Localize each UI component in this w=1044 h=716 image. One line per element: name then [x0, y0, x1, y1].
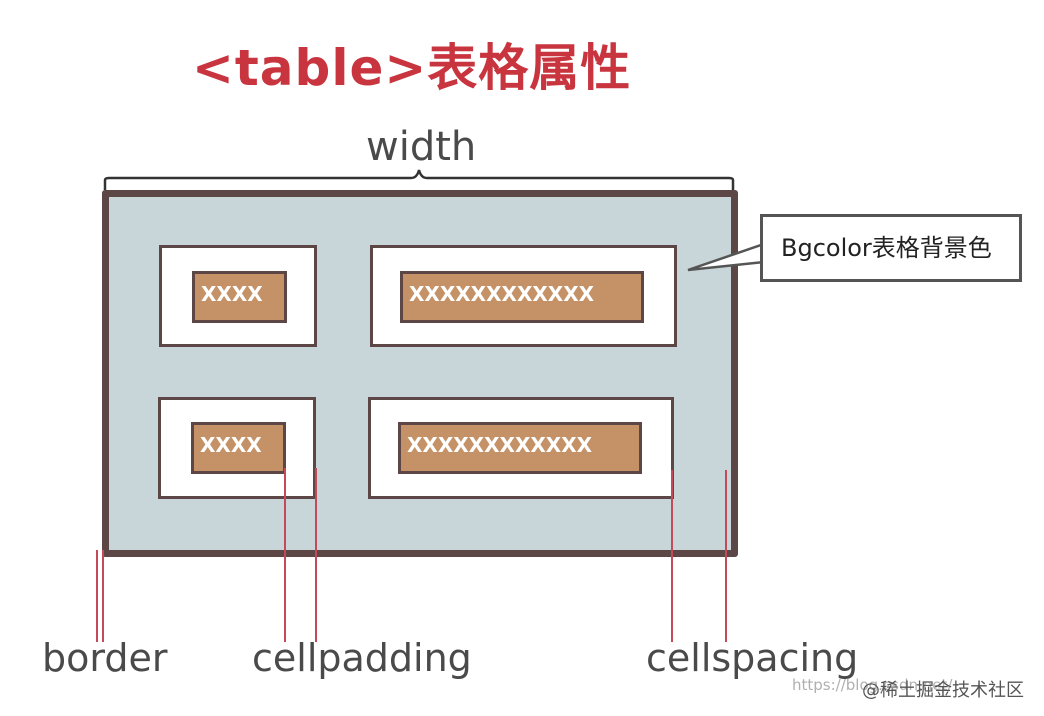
table-cell: XXXXXXXXXXXX: [370, 245, 677, 347]
width-brace: [103, 169, 735, 190]
table-cell: XXXXXXXXXXXX: [368, 397, 674, 499]
border-indicator-line: [96, 550, 98, 642]
cell-content: XXXX: [191, 422, 286, 474]
cellspacing-indicator-line: [725, 470, 727, 642]
table-box: XXXX XXXXXXXXXXXX XXXX XXXXXXXXXXXX: [102, 190, 738, 557]
cellspacing-indicator-line: [671, 470, 673, 642]
cellpadding-indicator-line: [315, 468, 317, 642]
border-label: border: [42, 636, 168, 680]
table-cell: XXXX: [158, 397, 316, 499]
community-watermark: @稀土掘金技术社区: [862, 680, 1024, 701]
bgcolor-callout: Bgcolor表格背景色: [760, 214, 1022, 282]
callout-pointer: [687, 242, 765, 272]
width-label: width: [366, 124, 477, 170]
cell-content: XXXXXXXXXXXX: [398, 422, 642, 474]
cellpadding-indicator-line: [284, 468, 286, 642]
diagram-title: <table>表格属性: [192, 39, 632, 97]
border-indicator-line: [102, 550, 104, 642]
table-cell: XXXX: [159, 245, 317, 347]
cell-content: XXXXXXXXXXXX: [400, 271, 644, 323]
cell-content: XXXX: [192, 271, 287, 323]
source-watermark: https://blog.csdn.net/: [792, 676, 953, 694]
cellpadding-label: cellpadding: [252, 636, 472, 680]
cellspacing-label: cellspacing: [646, 636, 859, 680]
